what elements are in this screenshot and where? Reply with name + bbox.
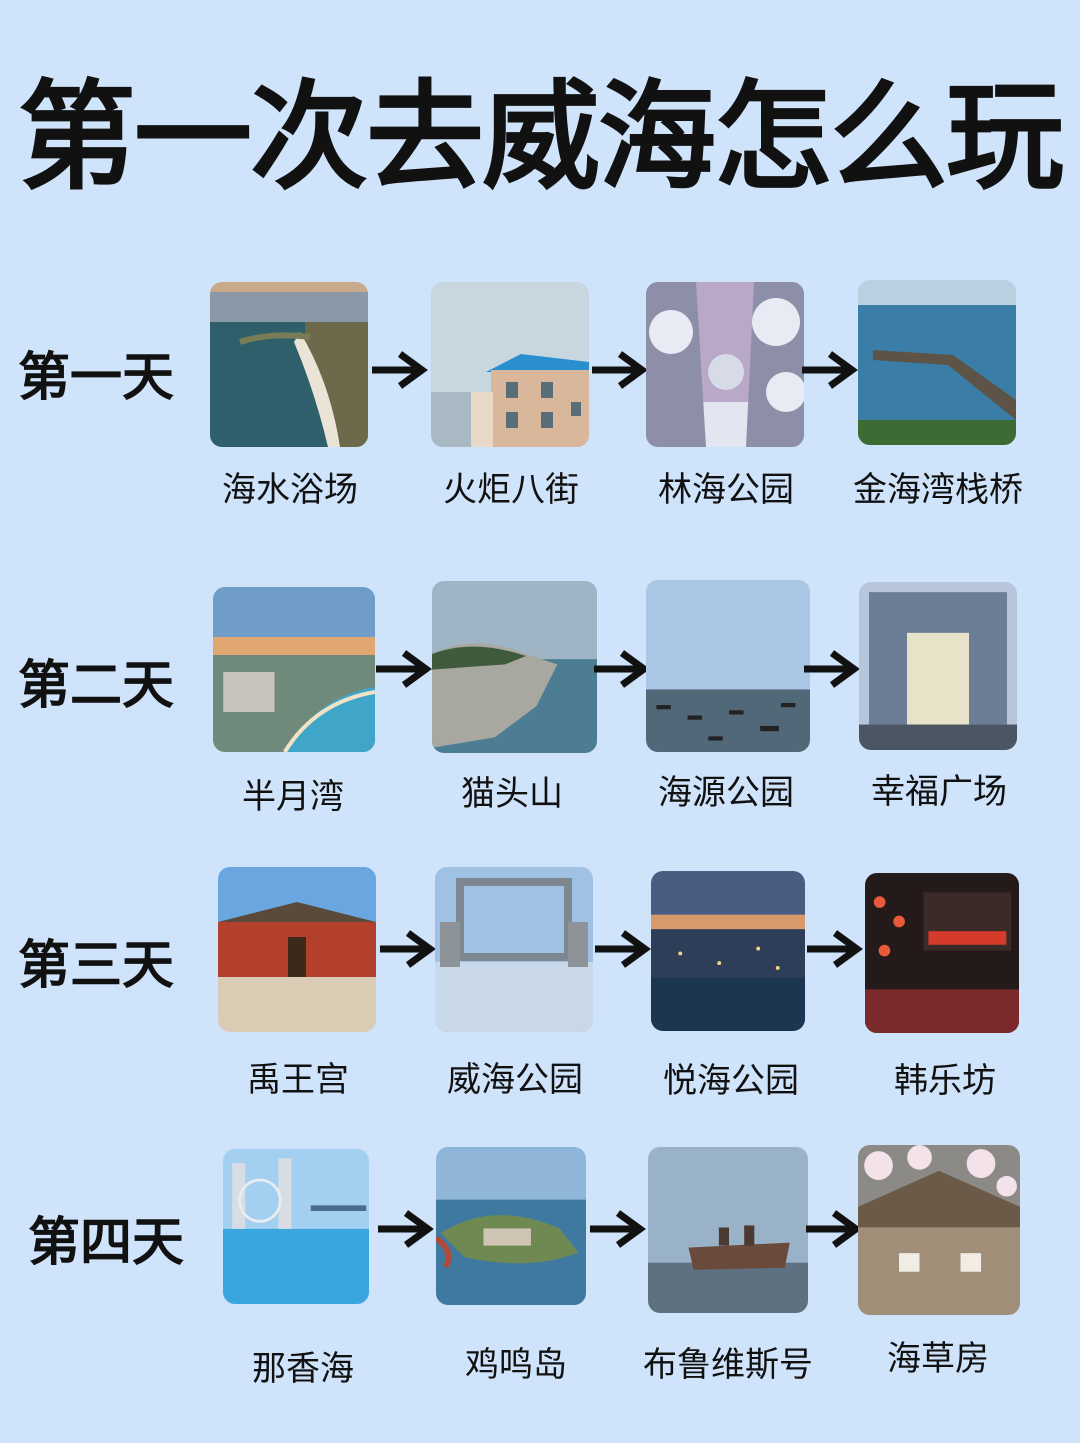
day-label: 第二天 (18, 656, 175, 716)
spot-photo-seaweed-house (858, 1145, 1020, 1315)
spot-name: 半月湾 (242, 777, 344, 817)
spot-card[interactable]: 禹王宫 (218, 867, 378, 1100)
spot-photo-street (431, 282, 589, 447)
spot-photo-bay-city (213, 587, 375, 752)
spot-name: 金海湾栈桥 (853, 470, 1023, 510)
spot-photo-gate (859, 582, 1017, 750)
day-row-2: 第二天 半月湾 (0, 580, 1080, 825)
spot-name: 林海公园 (658, 470, 794, 510)
spot-photo-korean-street (865, 873, 1019, 1033)
arrow-right-icon (378, 927, 438, 971)
spot-card[interactable]: 鸡鸣岛 (436, 1147, 596, 1385)
spot-card[interactable]: 金海湾栈桥 (853, 280, 1023, 510)
day-label: 第四天 (28, 1213, 185, 1273)
day-label: 第一天 (18, 348, 175, 408)
spot-photo-night-city (651, 871, 805, 1031)
spot-name: 火炬八街 (443, 470, 579, 510)
spot-name: 布鲁维斯号 (643, 1345, 813, 1385)
spot-name: 韩乐坊 (894, 1061, 996, 1101)
spot-name: 鸡鸣岛 (465, 1345, 567, 1385)
arrow-right-icon (376, 1207, 436, 1251)
arrow-right-icon (374, 647, 434, 691)
spot-card[interactable]: 猫头山 (432, 581, 597, 814)
arrow-right-icon (800, 348, 860, 392)
spot-name: 禹王宫 (247, 1060, 349, 1100)
spot-photo-pier (858, 280, 1016, 445)
spot-photo-cliff (432, 581, 597, 753)
spot-photo-harbor (646, 580, 810, 752)
spot-name: 海源公园 (658, 773, 794, 813)
arrow-right-icon (593, 927, 653, 971)
spot-card[interactable]: 那香海 (223, 1149, 383, 1389)
spot-photo-beach (210, 282, 368, 447)
spot-card[interactable]: 半月湾 (213, 587, 375, 817)
spot-photo-shipwreck (648, 1147, 808, 1313)
spot-photo-frame-sculpture (435, 867, 593, 1032)
spot-card[interactable]: 威海公园 (435, 867, 595, 1100)
arrow-right-icon (370, 348, 430, 392)
spot-name: 幸福广场 (871, 772, 1007, 812)
arrow-right-icon (802, 647, 862, 691)
arrow-right-icon (804, 1207, 864, 1251)
spot-card[interactable]: 火炬八街 (431, 282, 591, 510)
arrow-right-icon (590, 348, 650, 392)
spot-card[interactable]: 韩乐坊 (865, 873, 1025, 1101)
arrow-right-icon (805, 927, 865, 971)
spot-card[interactable]: 林海公园 (646, 282, 806, 510)
spot-name: 那香海 (252, 1349, 354, 1389)
spot-card[interactable]: 布鲁维斯号 (643, 1147, 813, 1385)
spot-card[interactable]: 悦海公园 (651, 871, 811, 1101)
spot-card[interactable]: 幸福广场 (859, 582, 1019, 812)
page-title: 第一次去威海怎么玩 (18, 68, 1064, 206)
day-row-1: 第一天 海水浴场 (0, 280, 1080, 520)
day-label: 第三天 (18, 936, 175, 996)
spot-card[interactable]: 海源公园 (646, 580, 810, 813)
spot-name: 悦海公园 (663, 1061, 799, 1101)
arrow-right-icon (588, 1207, 648, 1251)
spot-card[interactable]: 海水浴场 (210, 282, 370, 510)
day-row-4: 第四天 那香海 (0, 1145, 1080, 1389)
spot-name: 威海公园 (447, 1060, 583, 1100)
day-row-3: 第三天 禹王宫 (0, 865, 1080, 1105)
arrow-right-icon (592, 647, 652, 691)
spot-photo-snow-forest (646, 282, 804, 447)
spot-name: 海水浴场 (222, 470, 358, 510)
spot-name: 猫头山 (461, 774, 563, 814)
spot-name: 海草房 (887, 1339, 989, 1379)
spot-photo-island (436, 1147, 586, 1305)
spot-card[interactable]: 海草房 (858, 1145, 1020, 1379)
spot-photo-palace (218, 867, 376, 1032)
spot-photo-waterfront (223, 1149, 369, 1304)
